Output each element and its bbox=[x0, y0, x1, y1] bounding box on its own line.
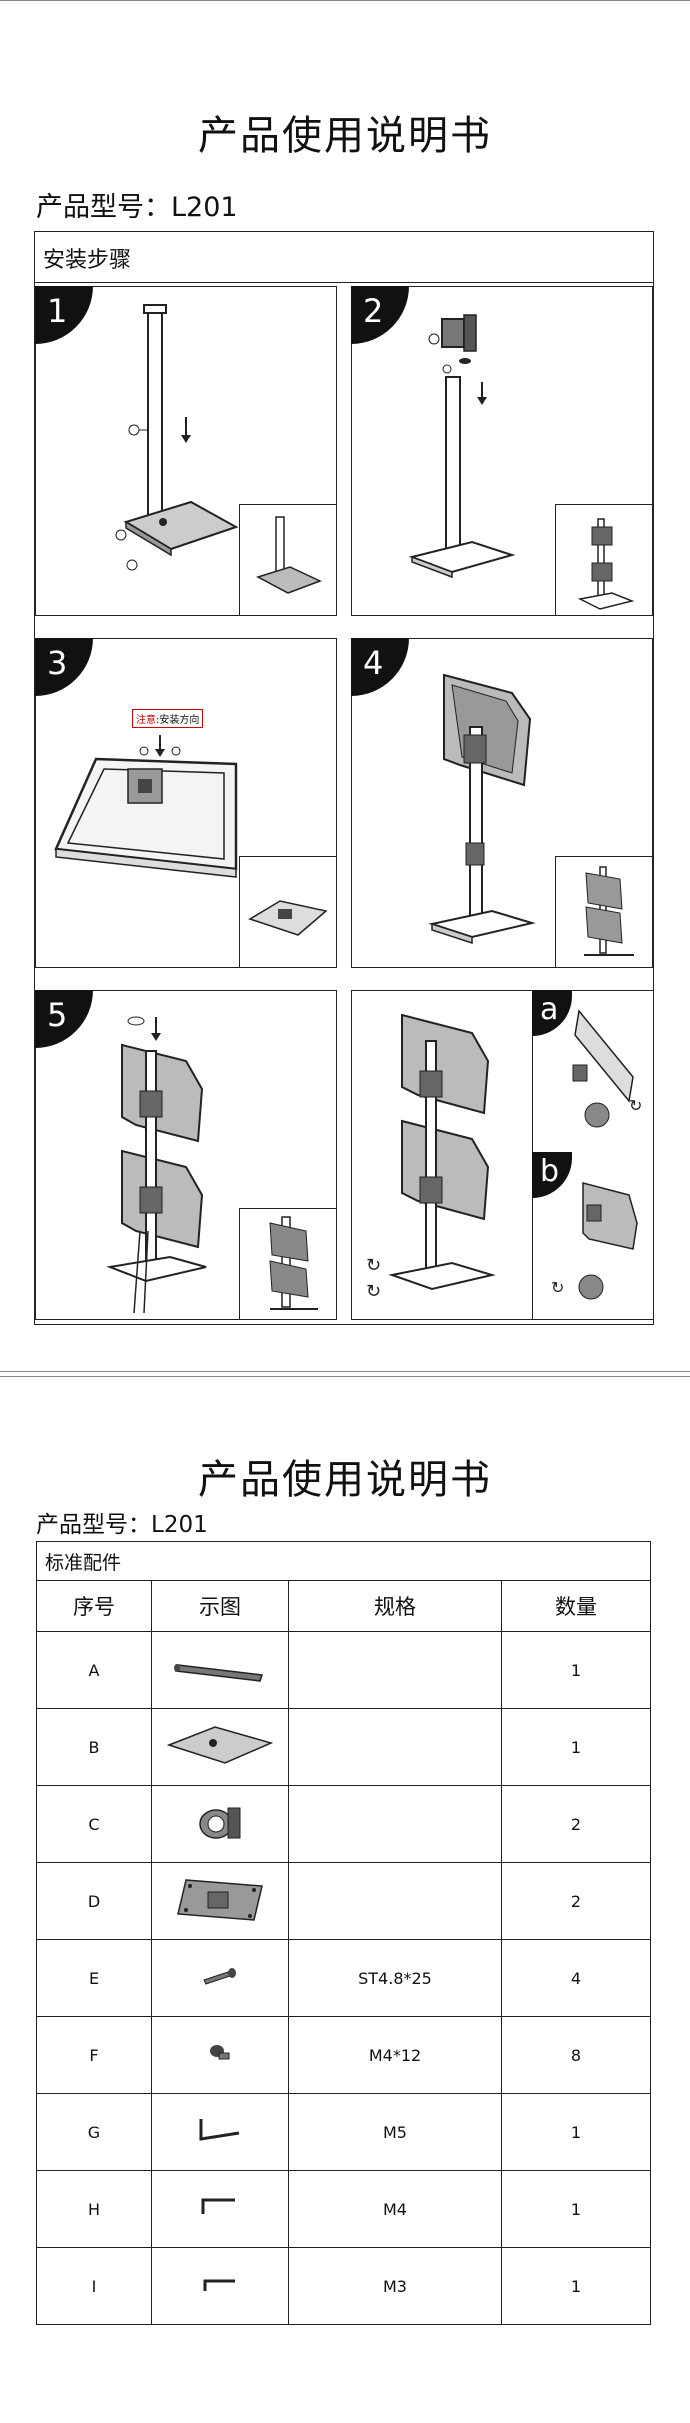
parts-heading: 标准配件 bbox=[36, 1541, 651, 1581]
installation-heading: 安装步骤 bbox=[43, 248, 132, 273]
part-qty: 4 bbox=[501, 1939, 651, 2017]
part-id: I bbox=[36, 2247, 152, 2325]
step-6b-subpanel: b ↻ bbox=[532, 1152, 653, 1319]
hex-key-icon bbox=[151, 2170, 289, 2248]
part-spec: M5 bbox=[288, 2093, 502, 2171]
part-spec: M3 bbox=[288, 2247, 502, 2325]
parts-table: 标准配件 序号 示图 规格 数量 A 1 B 1 C bbox=[36, 1541, 651, 2325]
column-header: 规格 bbox=[288, 1580, 502, 1632]
parts-header-row: 序号 示图 规格 数量 bbox=[36, 1580, 651, 1632]
step-2-panel: 2 bbox=[351, 286, 653, 616]
table-row: B 1 bbox=[36, 1708, 651, 1786]
part-qty: 1 bbox=[501, 1708, 651, 1786]
part-spec bbox=[288, 1631, 502, 1709]
step-2-illustration bbox=[408, 314, 516, 579]
column-header: 序号 bbox=[36, 1580, 152, 1632]
step-1-inset bbox=[239, 504, 337, 616]
manual-page-installation: 产品使用说明书 产品型号：L201 安装步骤 1 bbox=[0, 0, 690, 1372]
part-id: C bbox=[36, 1785, 152, 1863]
orientation-note: 注意:安装方向 bbox=[132, 709, 204, 728]
part-qty: 1 bbox=[501, 2093, 651, 2171]
part-spec bbox=[288, 1785, 502, 1863]
step-3-panel: 3 注意:安装方向 bbox=[35, 638, 337, 968]
svg-text:↻: ↻ bbox=[551, 1278, 564, 1297]
part-id: F bbox=[36, 2016, 152, 2094]
part-qty: 2 bbox=[501, 1862, 651, 1940]
machine-screw-icon bbox=[151, 2016, 289, 2094]
hex-key-icon bbox=[151, 2247, 289, 2325]
clamp-icon bbox=[151, 1785, 289, 1863]
part-id: B bbox=[36, 1708, 152, 1786]
table-row: A 1 bbox=[36, 1631, 651, 1709]
installation-frame: 安装步骤 1 bbox=[34, 231, 654, 1325]
part-id: E bbox=[36, 1939, 152, 2017]
page-title: 产品使用说明书 bbox=[198, 1457, 492, 1503]
step-5-illustration bbox=[106, 1016, 207, 1314]
wood-screw-icon bbox=[151, 1939, 289, 2017]
model-number: 产品型号：L201 bbox=[36, 1512, 208, 1538]
part-id: D bbox=[36, 1862, 152, 1940]
part-qty: 1 bbox=[501, 1631, 651, 1709]
step-1-panel: 1 bbox=[35, 286, 337, 616]
step-3-inset bbox=[239, 856, 337, 968]
part-qty: 2 bbox=[501, 1785, 651, 1863]
step-5-panel: 5 bbox=[35, 990, 337, 1320]
svg-text:↻: ↻ bbox=[366, 1255, 381, 1276]
part-id: A bbox=[36, 1631, 152, 1709]
table-row: C 2 bbox=[36, 1785, 651, 1863]
part-qty: 1 bbox=[501, 2170, 651, 2248]
step-number-badge: 1 bbox=[35, 286, 93, 344]
part-spec: M4 bbox=[288, 2170, 502, 2248]
part-spec: M4*12 bbox=[288, 2016, 502, 2094]
step-4-illustration bbox=[428, 673, 536, 945]
base-plate-icon bbox=[151, 1708, 289, 1786]
part-id: H bbox=[36, 2170, 152, 2248]
step-6a-subpanel: a ↻ bbox=[532, 990, 653, 1154]
part-qty: 8 bbox=[501, 2016, 651, 2094]
part-spec: ST4.8*25 bbox=[288, 1939, 502, 2017]
column-header: 示图 bbox=[151, 1580, 289, 1632]
vesa-plate-icon bbox=[151, 1862, 289, 1940]
svg-text:↻: ↻ bbox=[366, 1281, 381, 1302]
manual-page-parts: 产品使用说明书 产品型号：L201 标准配件 序号 示图 规格 数量 A 1 B… bbox=[0, 1376, 690, 2423]
table-row: D 2 bbox=[36, 1862, 651, 1940]
step-3-illustration bbox=[54, 735, 238, 878]
step-4-inset bbox=[555, 856, 653, 968]
column-header: 数量 bbox=[501, 1580, 651, 1632]
table-row: H M4 1 bbox=[36, 2170, 651, 2248]
table-row: E ST4.8*25 4 bbox=[36, 1939, 651, 2017]
table-row: F M4*12 8 bbox=[36, 2016, 651, 2094]
step-5-inset bbox=[239, 1208, 337, 1320]
hex-key-icon bbox=[151, 2093, 289, 2171]
step-2-inset bbox=[555, 504, 653, 616]
part-spec bbox=[288, 1862, 502, 1940]
table-row: G M5 1 bbox=[36, 2093, 651, 2171]
svg-text:↻: ↻ bbox=[629, 1096, 642, 1115]
step-6-panel: ↻ ↻ a ↻ b ↻ bbox=[351, 990, 653, 1320]
part-spec bbox=[288, 1708, 502, 1786]
step-1-illustration bbox=[115, 304, 239, 571]
table-row: I M3 1 bbox=[36, 2247, 651, 2325]
part-qty: 1 bbox=[501, 2247, 651, 2325]
page-title: 产品使用说明书 bbox=[198, 113, 492, 159]
step-6-illustration: ↻ ↻ bbox=[366, 1013, 496, 1302]
part-id: G bbox=[36, 2093, 152, 2171]
pole-icon bbox=[151, 1631, 289, 1709]
model-number: 产品型号：L201 bbox=[36, 192, 238, 223]
step-4-panel: 4 bbox=[351, 638, 653, 968]
